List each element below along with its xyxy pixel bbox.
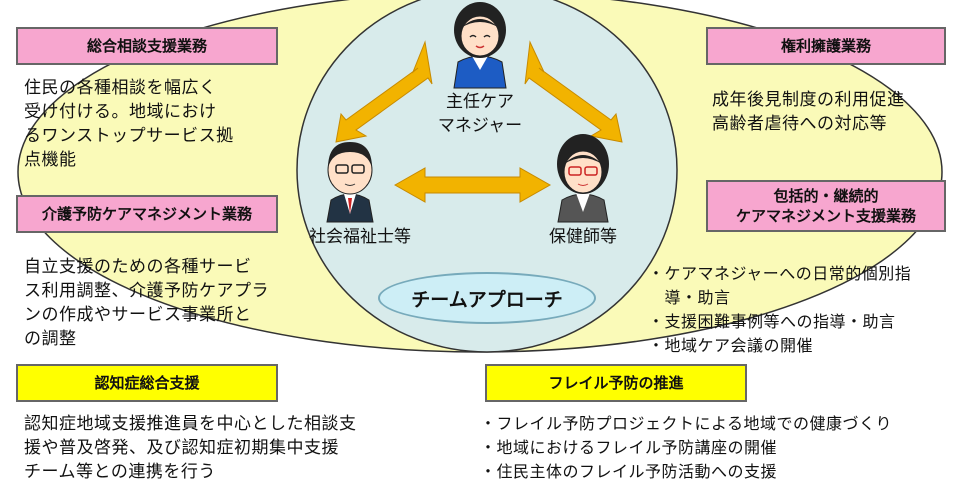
frail-box: フレイル予防の推進 <box>485 364 747 402</box>
kenri-yogo-box: 権利擁護業務 <box>706 27 946 65</box>
arrow-manager-nurse <box>524 40 623 143</box>
hokatsu-box-line2: ケアマネジメント支援業務 <box>735 207 916 225</box>
frail-description: ・フレイル予防プロジェクトによる地域での健康づくり ・地域におけるフレイル予防講… <box>480 414 893 481</box>
hokatsu-description: ・ケアマネジャーへの日常的個別指 導・助言 ・支援困難事例等への指導・助言 ・地… <box>648 264 912 355</box>
kaigo-yobo-box: 介護予防ケアマネジメント業務 <box>16 195 278 233</box>
social-worker-person-icon <box>326 142 374 223</box>
kaigo-description: 自立支援のための各種サービ ス利用調整、介護予防ケアプラ ンの作成やサービス事業… <box>24 257 269 349</box>
sogo-soudan-box: 総合相談支援業務 <box>16 27 278 65</box>
hokatsu-box-line1: 包括的・継続的 <box>773 187 879 205</box>
team-approach-label: チームアプローチ <box>411 288 563 311</box>
manager-label: 主任ケア マネジャー <box>437 92 523 136</box>
manager-person-icon <box>453 2 507 89</box>
kenri-description: 成年後見制度の利用促進 高齢者虐待への対応等 <box>712 90 905 134</box>
ninchi-description: 認知症地域支援推進員を中心とした相談支 援や普及啓発、及び認知症初期集中支援 チ… <box>24 414 357 482</box>
ninchi-box: 認知症総合支援 <box>16 364 278 402</box>
social-worker-label: 社会福祉士等 <box>309 227 411 247</box>
nurse-person-icon <box>557 134 609 223</box>
hokatsu-box: 包括的・継続的 ケアマネジメント支援業務 <box>706 180 946 232</box>
team-approach-ellipse: チームアプローチ <box>378 272 596 324</box>
arrow-manager-social <box>335 40 433 143</box>
nurse-label: 保健師等 <box>549 227 617 247</box>
arrow-social-nurse <box>393 167 552 203</box>
sogo-description: 住民の各種相談を幅広く 受け付ける。地域におけ るワンストップサービス拠 点機能 <box>24 78 234 170</box>
